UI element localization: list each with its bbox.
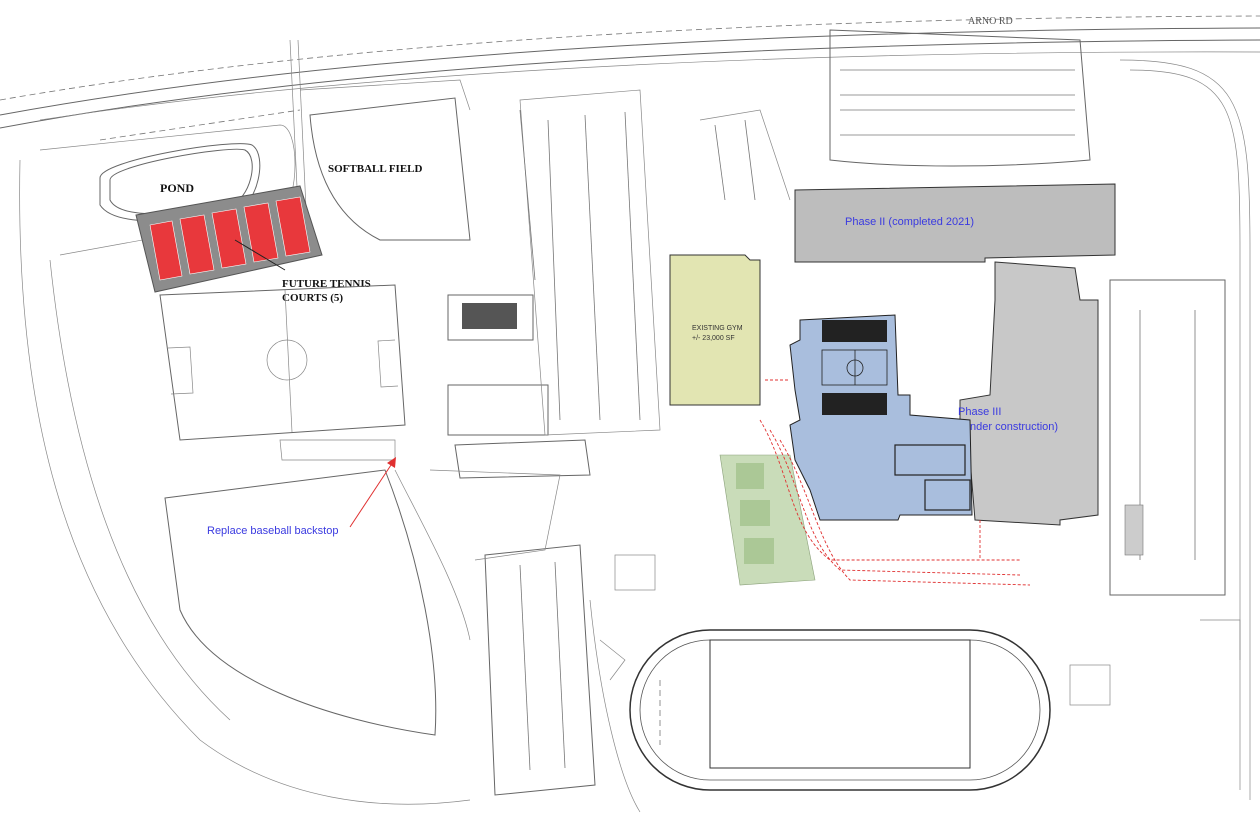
phase-iii-label-line1: Phase III	[958, 406, 1001, 418]
football-field	[709, 639, 971, 769]
parking-lot-east	[1109, 279, 1226, 596]
tennis-court-3	[211, 208, 247, 269]
existing-gym: EXISTING GYM +/- 23,000 SF	[669, 254, 761, 406]
tennis-court-5	[275, 196, 311, 257]
gym-label-line2: +/- 23,000 SF	[692, 335, 735, 342]
site-boundary	[19, 39, 1251, 813]
phase-ii-label: Phase II (completed 2021)	[845, 216, 974, 228]
tennis-label-line2: COURTS (5)	[282, 292, 343, 304]
tennis-court-4	[243, 202, 279, 263]
green-area	[719, 454, 816, 586]
parking-lot-central	[519, 89, 791, 436]
existing-tennis-courts	[447, 294, 549, 436]
road-label: ARNO RD	[968, 16, 1013, 27]
backstop-annotation: Replace baseball backstop	[207, 457, 396, 537]
tennis-court-2	[179, 214, 215, 275]
future-tennis-courts: FUTURE TENNIS COURTS (5)	[135, 185, 371, 304]
parking-lot-southwest	[484, 544, 596, 796]
parking-lot-north	[829, 29, 1091, 167]
arno-road: ARNO RD	[0, 15, 1260, 129]
backstop-label: Replace baseball backstop	[207, 525, 338, 537]
gym-label-line1: EXISTING GYM	[692, 325, 743, 332]
tennis-court-1	[149, 220, 183, 281]
soccer-field	[159, 284, 406, 441]
track	[629, 629, 1051, 791]
baseball-field	[164, 439, 437, 736]
pond-label: POND	[160, 181, 194, 195]
softball-field: SOFTBALL FIELD	[299, 79, 471, 241]
misc-structures	[394, 439, 1241, 706]
phase-ii-building: Phase II (completed 2021)	[794, 183, 1116, 263]
new-building	[789, 314, 973, 521]
utility-routes	[759, 379, 1031, 586]
softball-label: SOFTBALL FIELD	[328, 163, 423, 175]
phase-iii-building: Phase III (currently under construction)	[915, 261, 1099, 526]
